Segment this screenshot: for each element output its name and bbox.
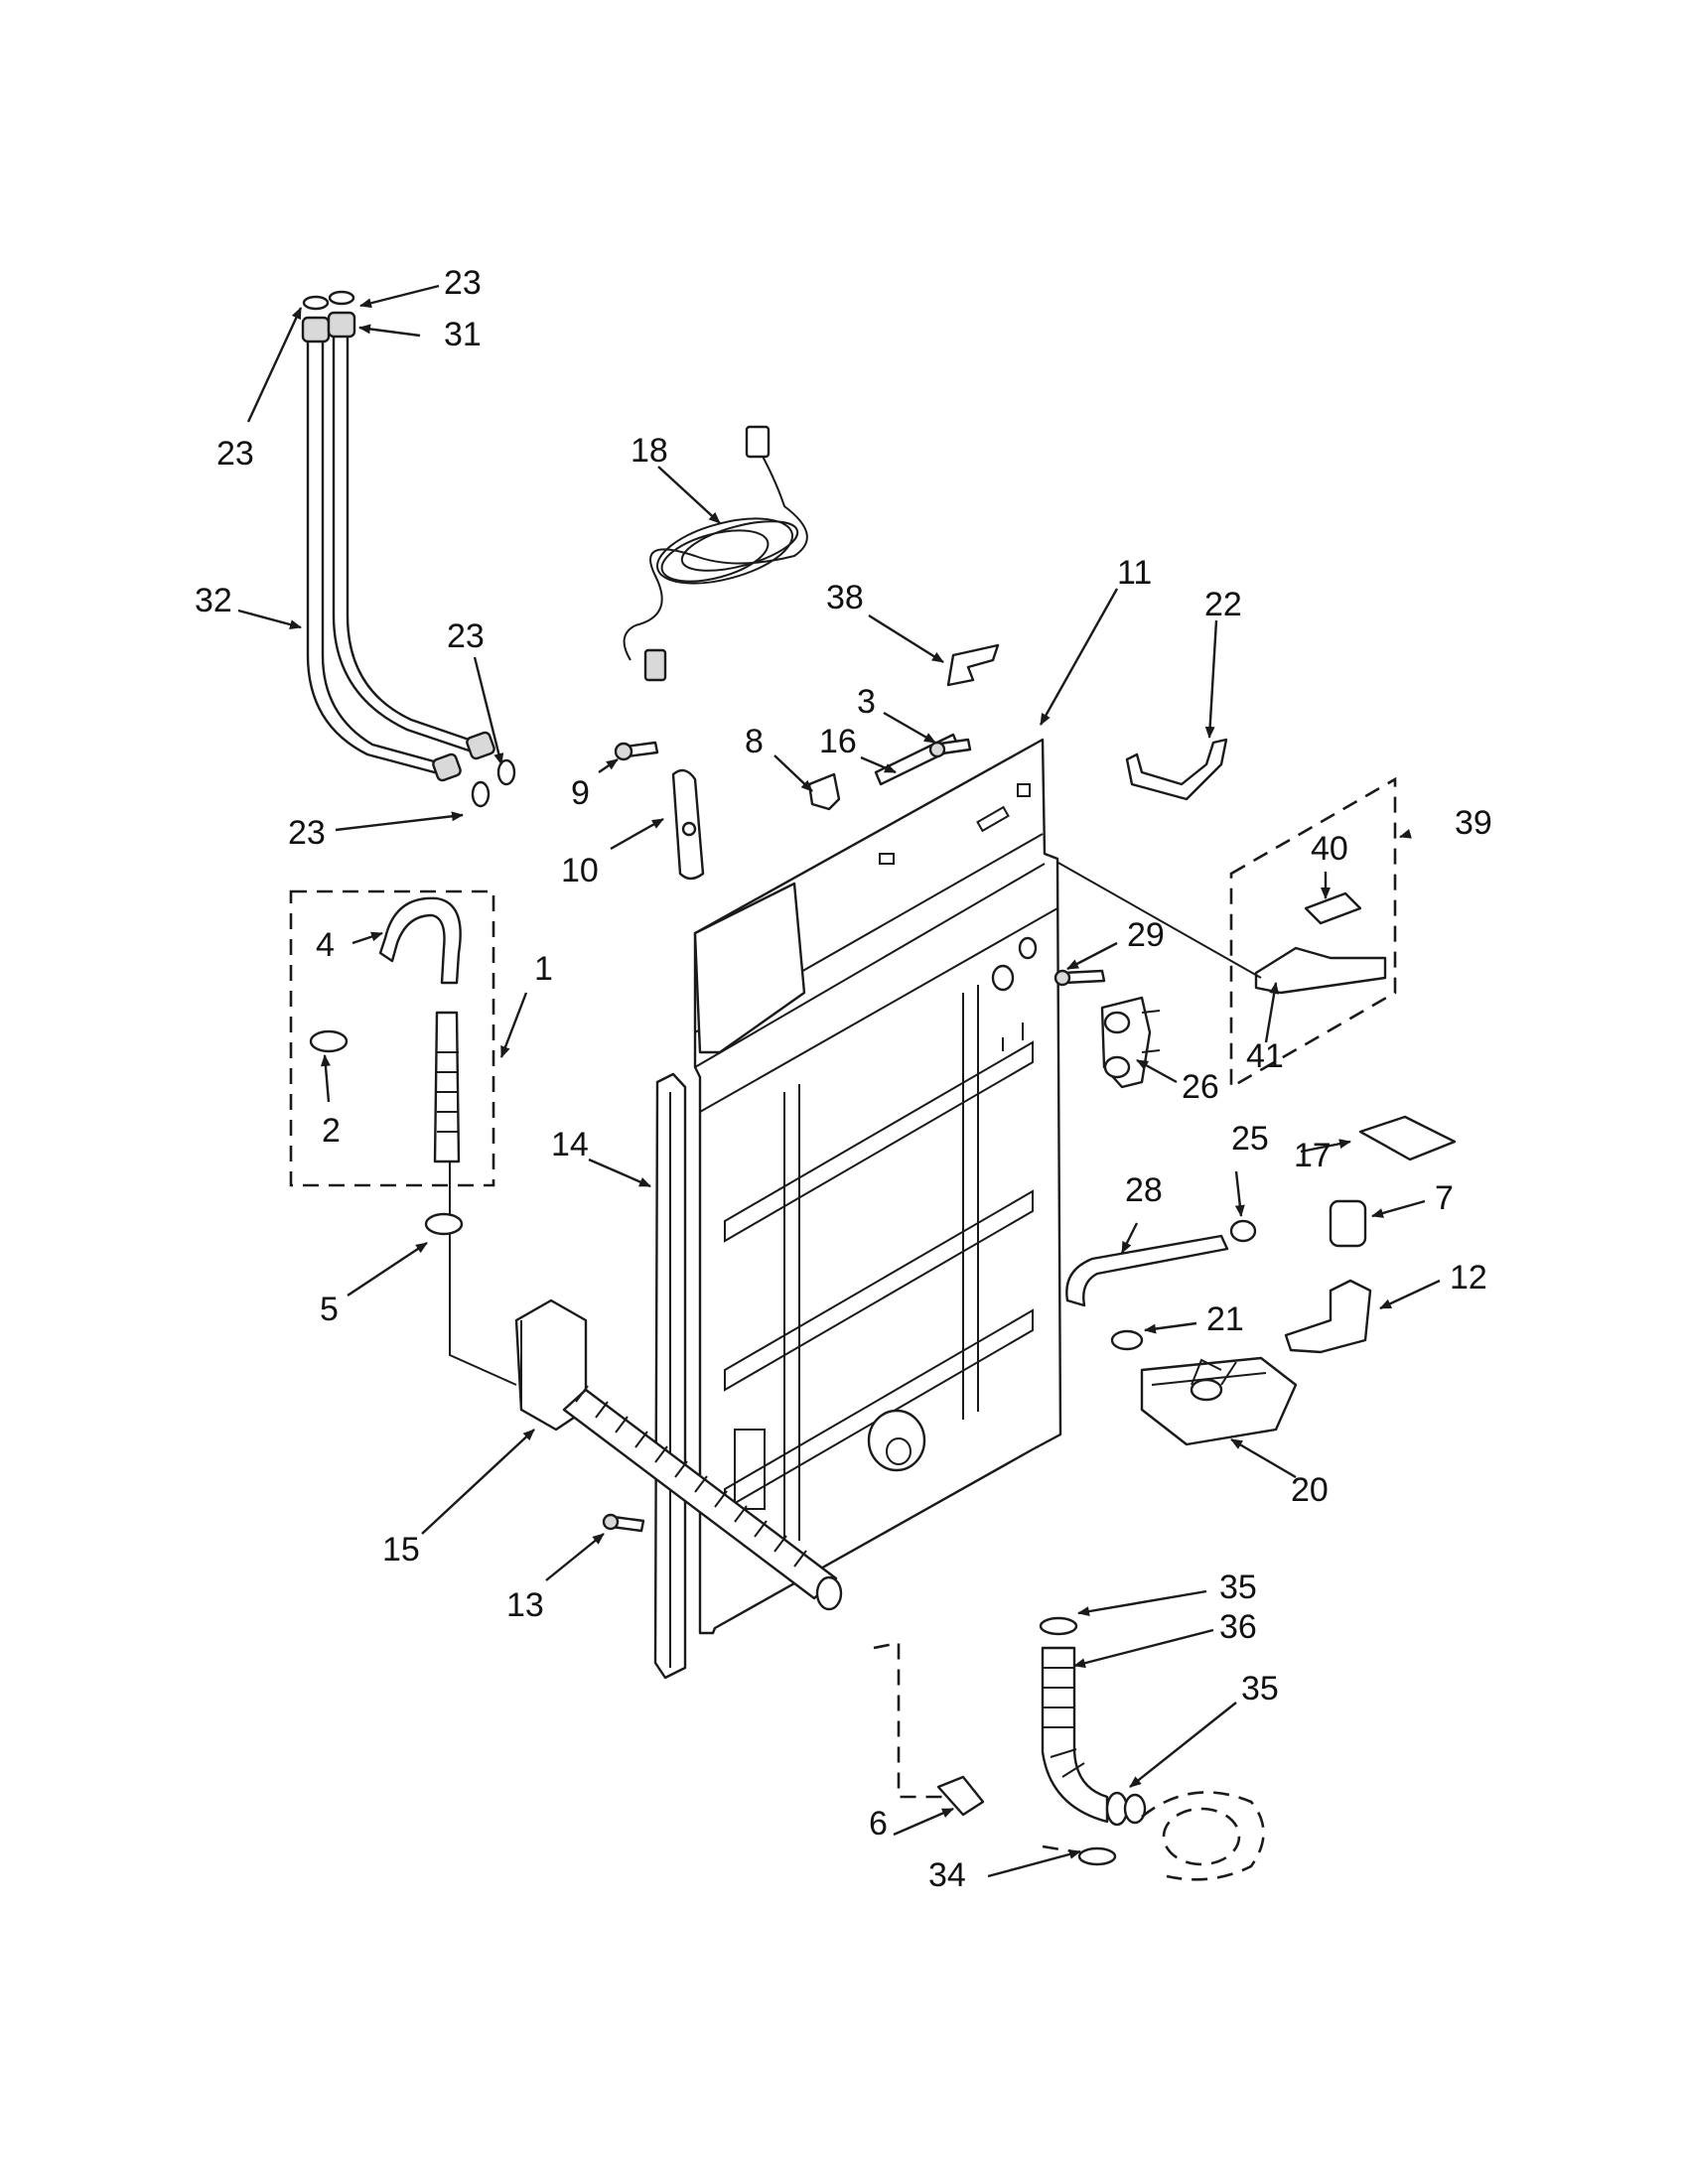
part-7-capacitor xyxy=(1329,1199,1367,1248)
label-22: 22 xyxy=(1204,586,1242,623)
part-40-pad xyxy=(1304,891,1362,925)
drain-hose-assembly xyxy=(873,1616,1265,1881)
label-10: 10 xyxy=(561,852,599,889)
label-34: 34 xyxy=(928,1856,966,1894)
label-23-mid: 23 xyxy=(447,617,485,655)
label-23-top: 23 xyxy=(444,264,482,302)
label-38: 38 xyxy=(826,579,864,616)
part-2-clamp xyxy=(309,1029,349,1053)
label-20: 20 xyxy=(1291,1471,1329,1509)
part-1-standpipe xyxy=(433,1011,461,1163)
label-39: 39 xyxy=(1455,804,1492,842)
part-5-clamp xyxy=(424,1212,464,1236)
label-23-left: 23 xyxy=(216,435,254,473)
kit-1-outline xyxy=(289,889,495,1187)
bracket-22 xyxy=(1125,738,1228,801)
label-11: 11 xyxy=(1117,554,1152,592)
inlet-hoses xyxy=(301,290,516,808)
label-1: 1 xyxy=(534,950,553,988)
label-32: 32 xyxy=(195,582,232,619)
panel-shield xyxy=(693,882,806,1054)
label-8: 8 xyxy=(745,723,764,760)
water-valve xyxy=(1053,969,1161,1089)
label-41: 41 xyxy=(1246,1037,1284,1075)
part-12-bracket xyxy=(1284,1279,1372,1354)
label-7: 7 xyxy=(1435,1179,1454,1217)
part-17-label xyxy=(1358,1115,1457,1161)
label-21: 21 xyxy=(1206,1300,1244,1338)
label-16: 16 xyxy=(819,723,857,760)
label-5: 5 xyxy=(320,1291,339,1328)
bracket-41 xyxy=(1254,946,1387,995)
label-29: 29 xyxy=(1127,916,1165,954)
label-12: 12 xyxy=(1450,1259,1487,1297)
label-3: 3 xyxy=(857,683,876,721)
label-31: 31 xyxy=(444,316,482,353)
pump-assembly xyxy=(1065,1219,1298,1446)
label-13: 13 xyxy=(506,1586,544,1624)
kit-39-outline xyxy=(1229,776,1397,1090)
drain-assembly xyxy=(449,1157,843,1611)
label-9: 9 xyxy=(571,774,590,812)
label-35-top: 35 xyxy=(1219,1569,1257,1606)
label-36: 36 xyxy=(1219,1608,1257,1646)
label-4: 4 xyxy=(316,926,335,964)
label-25: 25 xyxy=(1231,1120,1269,1158)
label-23-bottom: 23 xyxy=(288,814,326,852)
label-26: 26 xyxy=(1182,1068,1219,1106)
label-28: 28 xyxy=(1125,1171,1163,1209)
callout-labels: 23 23 31 32 23 23 4 1 2 5 15 13 14 10 9 … xyxy=(195,264,1492,1894)
label-15: 15 xyxy=(382,1531,420,1569)
label-14: 14 xyxy=(551,1126,589,1163)
label-17: 17 xyxy=(1294,1137,1332,1174)
rear-panel xyxy=(693,738,1062,1635)
label-40: 40 xyxy=(1311,830,1348,868)
label-18: 18 xyxy=(631,432,668,470)
part-4-elbow xyxy=(378,896,462,985)
clip-38 xyxy=(946,643,1000,687)
label-35-bottom: 35 xyxy=(1241,1670,1279,1707)
label-2: 2 xyxy=(322,1112,341,1150)
leader-lines xyxy=(237,284,1441,1878)
power-cord xyxy=(623,425,808,682)
label-6: 6 xyxy=(869,1805,888,1843)
